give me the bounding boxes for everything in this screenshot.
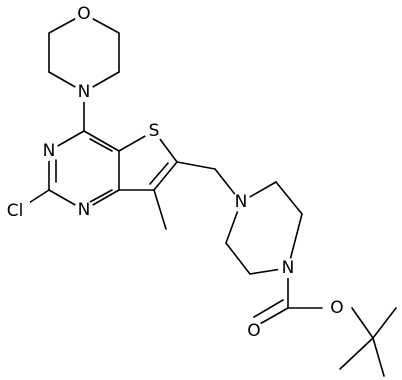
atom-label: O <box>330 298 343 318</box>
atom-n-pyrimidine-1: N <box>74 200 94 220</box>
bond <box>149 162 169 185</box>
atom-label: N <box>43 141 56 161</box>
bond <box>153 161 178 191</box>
bond <box>253 299 284 318</box>
atom-label: N <box>78 82 91 102</box>
atom-label: O <box>77 4 90 24</box>
atom-o-morpholine: O <box>74 4 94 24</box>
bond <box>89 189 113 203</box>
bond <box>225 242 251 275</box>
atom-label: N <box>78 200 91 220</box>
bond <box>372 307 397 339</box>
atom-label: N <box>282 258 295 278</box>
atom-labels: O N N N S Cl N N <box>2 4 347 341</box>
atom-o-ester: O <box>327 298 347 318</box>
atom-label: N <box>235 192 248 212</box>
atom-label: Cl <box>7 201 24 221</box>
bond <box>257 307 289 326</box>
bonds <box>17 13 397 377</box>
bond <box>83 130 120 152</box>
bond <box>153 189 167 230</box>
bond <box>351 307 374 339</box>
atom-o-carbonyl: O <box>244 321 264 341</box>
atom-s-thiophene: S <box>144 121 164 141</box>
atom-n-morpholine: N <box>74 82 94 102</box>
bond <box>275 181 303 215</box>
bond <box>372 337 385 377</box>
atom-cl: Cl <box>2 200 30 222</box>
atom-label: O <box>247 321 260 341</box>
bond <box>339 337 374 370</box>
atom-label: S <box>149 121 160 141</box>
atom-n-pyrimidine-3: N <box>39 141 59 161</box>
atom-n-piperazine-1: N <box>231 192 251 212</box>
bond <box>89 138 113 152</box>
bond <box>176 161 216 170</box>
atom-n-piperazine-4: N <box>278 258 298 278</box>
